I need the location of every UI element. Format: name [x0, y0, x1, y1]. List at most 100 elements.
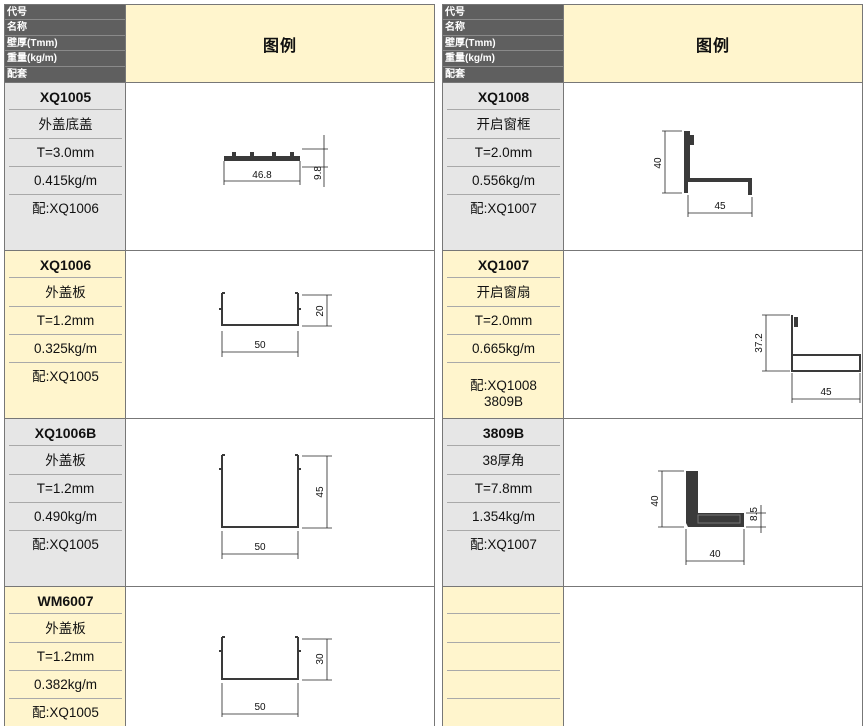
left-catalog-panel: 代号 名称 壁厚(Tmm) 重量(kg/m) 配套 图例 XQ1005 外盖底盖… [4, 4, 435, 726]
dimension-offset: 8.5 [749, 507, 760, 521]
header-label-thickness: 壁厚(Tmm) [5, 36, 125, 52]
profile-weight: 0.325kg/m [5, 335, 126, 363]
profile-shape [794, 317, 798, 327]
profile-thickness: T=7.8mm [443, 475, 564, 503]
profile-drawing: 40 40 8.5 [564, 419, 862, 586]
profile-code: XQ1008 [443, 83, 564, 110]
dimension-width: 50 [254, 340, 266, 351]
profile-entry-xq1006b: XQ1006B 外盖板 T=1.2mm 0.490kg/m 配:XQ1005 5… [5, 418, 434, 586]
profile-code: XQ1006B [5, 419, 126, 446]
dimension-width: 45 [820, 387, 832, 398]
profile-drawing: 37.2 45 [564, 251, 862, 418]
profile-weight: 0.490kg/m [5, 503, 126, 531]
header-label-match: 配套 [7, 68, 27, 80]
header-title: 图例 [126, 5, 434, 82]
profile-shape [791, 354, 861, 372]
profile-shape [219, 637, 301, 680]
profile-name [443, 614, 564, 643]
entry-info: XQ1006 外盖板 T=1.2mm 0.325kg/m 配:XQ1005 [5, 251, 126, 418]
profile-shape [684, 131, 752, 195]
profile-weight: 0.665kg/m [443, 335, 564, 363]
header-label-name: 名称 [443, 20, 563, 36]
profile-name: 外盖板 [5, 446, 126, 475]
profile-thickness: T=2.0mm [443, 139, 564, 167]
entry-info: 3809B 38厚角 T=7.8mm 1.354kg/m 配:XQ1007 [443, 419, 564, 586]
right-catalog-panel: 代号 名称 壁厚(Tmm) 重量(kg/m) 配套 图例 XQ1008 开启窗框… [442, 4, 863, 726]
profile-match: 配:XQ1007 [470, 201, 537, 216]
profile-entry-xq1005: XQ1005 外盖底盖 T=3.0mm 0.415kg/m 配:XQ1006 4… [5, 82, 434, 250]
header-label-weight: 重量(kg/m) [5, 51, 125, 67]
header-label-code: 代号 [5, 5, 125, 21]
profile-entry-3809b: 3809B 38厚角 T=7.8mm 1.354kg/m 配:XQ1007 40… [443, 418, 862, 586]
profile-thickness: T=2.0mm [443, 307, 564, 335]
profile-entry-empty [443, 586, 862, 726]
entry-info: XQ1007 开启窗扇 T=2.0mm 0.665kg/m 配:XQ1008 3… [443, 251, 564, 418]
profile-shape [232, 152, 236, 156]
profile-shape [697, 514, 741, 524]
profile-shape [250, 152, 254, 156]
entry-info: XQ1006B 外盖板 T=1.2mm 0.490kg/m 配:XQ1005 [5, 419, 126, 586]
profile-name: 38厚角 [443, 446, 564, 475]
entry-info [443, 587, 564, 726]
profile-name: 外盖板 [5, 614, 126, 643]
profile-thickness: T=1.2mm [5, 475, 126, 503]
dimension-height: 30 [315, 653, 326, 665]
dimension-width: 45 [714, 201, 726, 212]
header-label-name: 名称 [5, 20, 125, 36]
dimension-height: 45 [315, 486, 326, 498]
dimension-width: 46.8 [252, 170, 272, 181]
profile-thickness: T=1.2mm [5, 643, 126, 671]
right-header: 代号 名称 壁厚(Tmm) 重量(kg/m) 配套 图例 [443, 5, 862, 82]
dimension-height: 20 [315, 305, 326, 317]
profile-name: 开启窗框 [443, 110, 564, 139]
profile-code: XQ1006 [5, 251, 126, 278]
profile-drawing [564, 587, 862, 726]
header-label-thickness: 壁厚(Tmm) [443, 36, 563, 52]
profile-name: 外盖板 [5, 278, 126, 307]
entry-info: WM6007 外盖板 T=1.2mm 0.382kg/m 配:XQ1005 [5, 587, 126, 726]
profile-entry-wm6007: WM6007 外盖板 T=1.2mm 0.382kg/m 配:XQ1005 50… [5, 586, 434, 726]
profile-name: 开启窗扇 [443, 278, 564, 307]
profile-3809b-diagram: 40 40 8.5 [650, 470, 766, 565]
profile-drawing: 50 20 [126, 251, 434, 418]
profile-code: WM6007 [5, 587, 126, 614]
header-label-weight: 重量(kg/m) [443, 51, 563, 67]
left-header: 代号 名称 壁厚(Tmm) 重量(kg/m) 配套 图例 [5, 5, 434, 82]
profile-shape [224, 156, 300, 161]
profile-match-line1: 配:XQ1008 [470, 377, 537, 393]
profile-thickness: T=3.0mm [5, 139, 126, 167]
profile-weight: 0.415kg/m [5, 167, 126, 195]
profile-drawing: 46.8 9.8 [126, 83, 434, 250]
profile-shape [219, 455, 301, 528]
profile-drawing: 50 45 [126, 419, 434, 586]
profile-match: 配:XQ1005 [32, 369, 99, 384]
profile-match: 配:XQ1006 [32, 201, 99, 216]
header-label-match: 配套 [445, 68, 465, 80]
profile-match: 配:XQ1007 [470, 537, 537, 552]
profile-code: 3809B [443, 419, 564, 446]
profile-shape [290, 152, 294, 156]
profile-drawing: 50 30 [126, 587, 434, 726]
profile-entry-xq1008: XQ1008 开启窗框 T=2.0mm 0.556kg/m 配:XQ1007 4… [443, 82, 862, 250]
profile-match: 配:XQ1005 [32, 537, 99, 552]
right-header-labels: 代号 名称 壁厚(Tmm) 重量(kg/m) 配套 [443, 5, 564, 82]
profile-match-line2: 3809B [483, 393, 524, 409]
profile-weight: 0.382kg/m [5, 671, 126, 699]
entry-info: XQ1005 外盖底盖 T=3.0mm 0.415kg/m 配:XQ1006 [5, 83, 126, 250]
left-header-labels: 代号 名称 壁厚(Tmm) 重量(kg/m) 配套 [5, 5, 126, 82]
header-title: 图例 [564, 5, 862, 82]
profile-match: 配:XQ1008 3809B [443, 363, 564, 419]
entry-info: XQ1008 开启窗框 T=2.0mm 0.556kg/m 配:XQ1007 [443, 83, 564, 250]
profile-weight: 0.556kg/m [443, 167, 564, 195]
dimension-height: 37.2 [754, 333, 765, 353]
profile-match: 配:XQ1005 [32, 705, 99, 720]
dimension-height: 40 [653, 157, 664, 169]
profile-xq1008-diagram: 40 45 [653, 130, 753, 217]
profile-wm6007-diagram: 50 30 [219, 636, 332, 717]
profile-entry-xq1006: XQ1006 外盖板 T=1.2mm 0.325kg/m 配:XQ1005 50… [5, 250, 434, 418]
profile-xq1005-diagram: 46.8 9.8 [223, 135, 328, 187]
profile-code [443, 587, 564, 614]
profile-drawing: 40 45 [564, 83, 862, 250]
profile-thickness: T=1.2mm [5, 307, 126, 335]
header-label-code: 代号 [443, 5, 563, 21]
